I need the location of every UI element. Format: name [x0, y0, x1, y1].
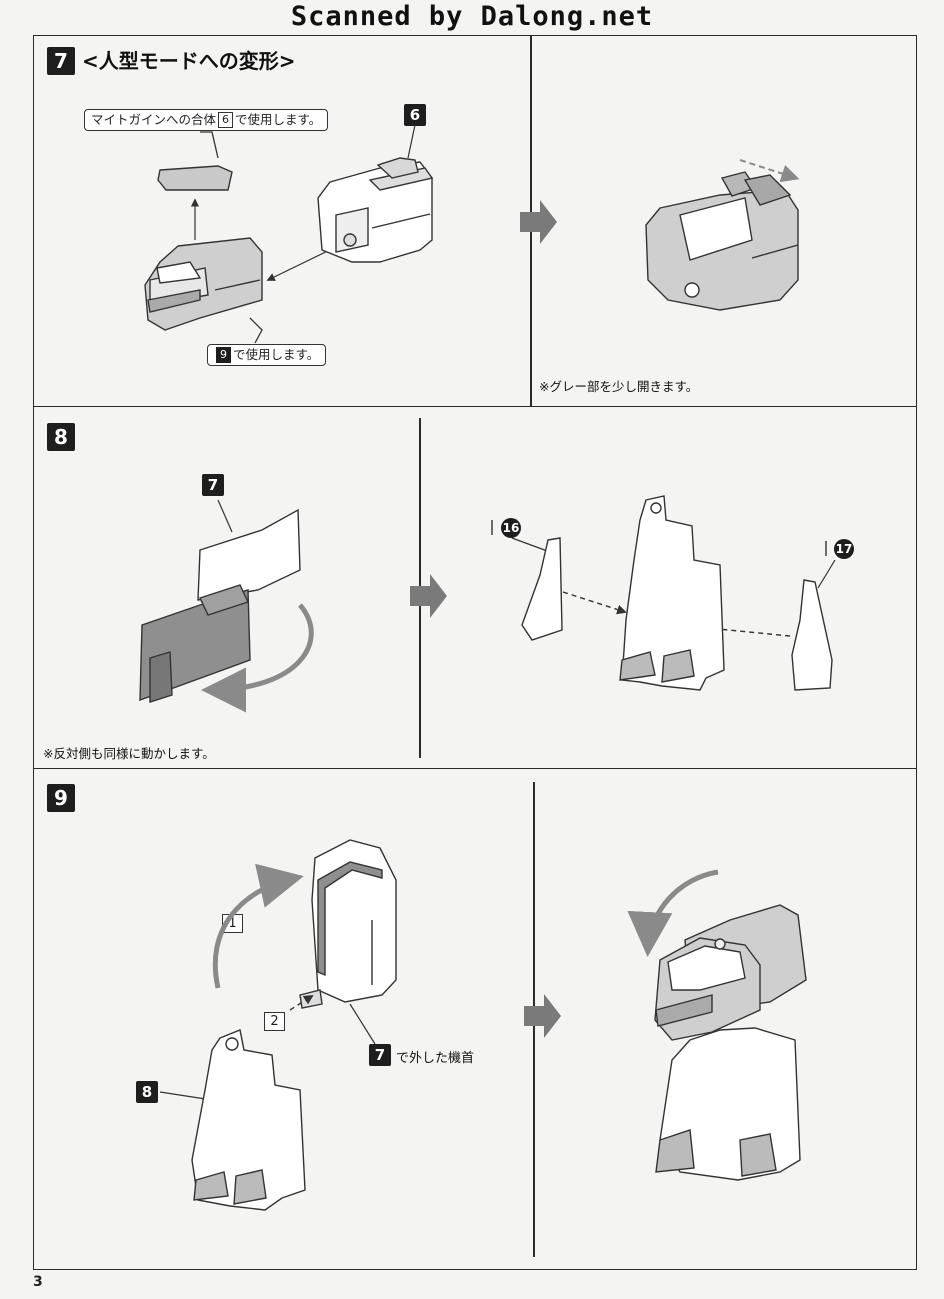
step-7-divider: [530, 35, 532, 407]
part-7-origin-text: で外した機首: [396, 1051, 475, 1066]
step-8-note: ※反対側も同様に動かします。: [43, 746, 215, 761]
part-16-label: 16: [501, 518, 521, 538]
step-8-divider: [419, 418, 421, 758]
use-callout-num: 9: [216, 347, 231, 363]
part-8-label: 8: [136, 1081, 158, 1103]
step-7-panel: [33, 35, 917, 407]
step-9-number: 9: [47, 784, 75, 812]
part-7-origin-num: 7: [369, 1044, 391, 1066]
combine-callout-post: で使用します。: [235, 112, 322, 127]
step-7-note: ※グレー部を少し開きます。: [539, 379, 699, 394]
step-8-number: 8: [47, 423, 75, 451]
scan-watermark: Scanned by Dalong.net: [290, 1, 654, 32]
part-6-label: 6: [404, 104, 426, 126]
step-7-number: 7: [47, 47, 75, 75]
step-9-panel: [33, 768, 917, 1270]
part-17-label: 17: [834, 539, 854, 559]
step-8-panel: [33, 406, 917, 769]
order-2-label: 2: [264, 1012, 285, 1031]
part-7-label: 7: [202, 474, 224, 496]
step-7-title: <人型モードへの変形>: [82, 49, 296, 73]
combine-callout-pre: マイトガインへの合体: [91, 112, 217, 127]
order-1-label: 1: [222, 914, 243, 933]
page-number: 3: [33, 1274, 43, 1290]
use-callout-post: で使用します。: [233, 347, 320, 362]
step-9-divider: [533, 782, 535, 1257]
combine-callout-num: 6: [218, 112, 234, 128]
